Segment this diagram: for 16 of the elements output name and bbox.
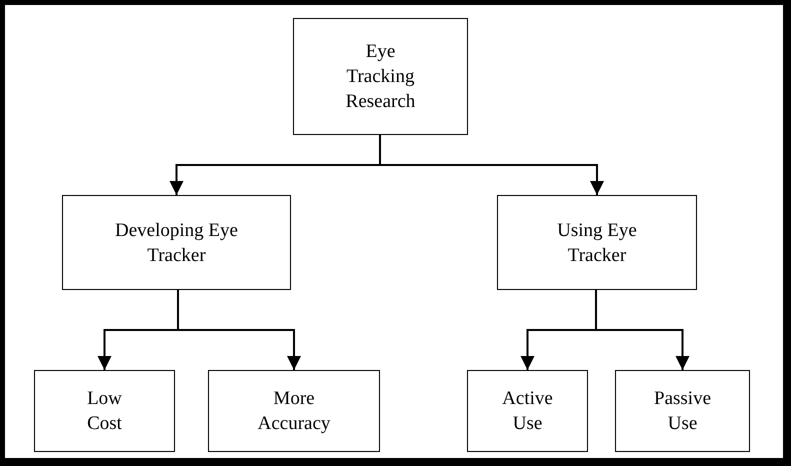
node-label: Using Eye Tracker (556, 218, 638, 268)
process-box (467, 370, 588, 452)
process-box (615, 370, 750, 452)
arrow (177, 290, 301, 370)
process-box (497, 195, 697, 290)
node-label: Eye Tracking Research (344, 40, 416, 114)
node-label: Active Use (501, 387, 554, 436)
node-label: Developing Eye Tracker (114, 218, 239, 268)
process-box (208, 370, 380, 452)
process-box (293, 18, 468, 135)
arrow (379, 135, 604, 195)
process-box (34, 370, 175, 452)
node-label: Passive Use (653, 387, 712, 436)
process-box (62, 195, 291, 290)
node-label: Low Cost (86, 387, 123, 436)
node-label: More Accuracy (256, 387, 332, 436)
